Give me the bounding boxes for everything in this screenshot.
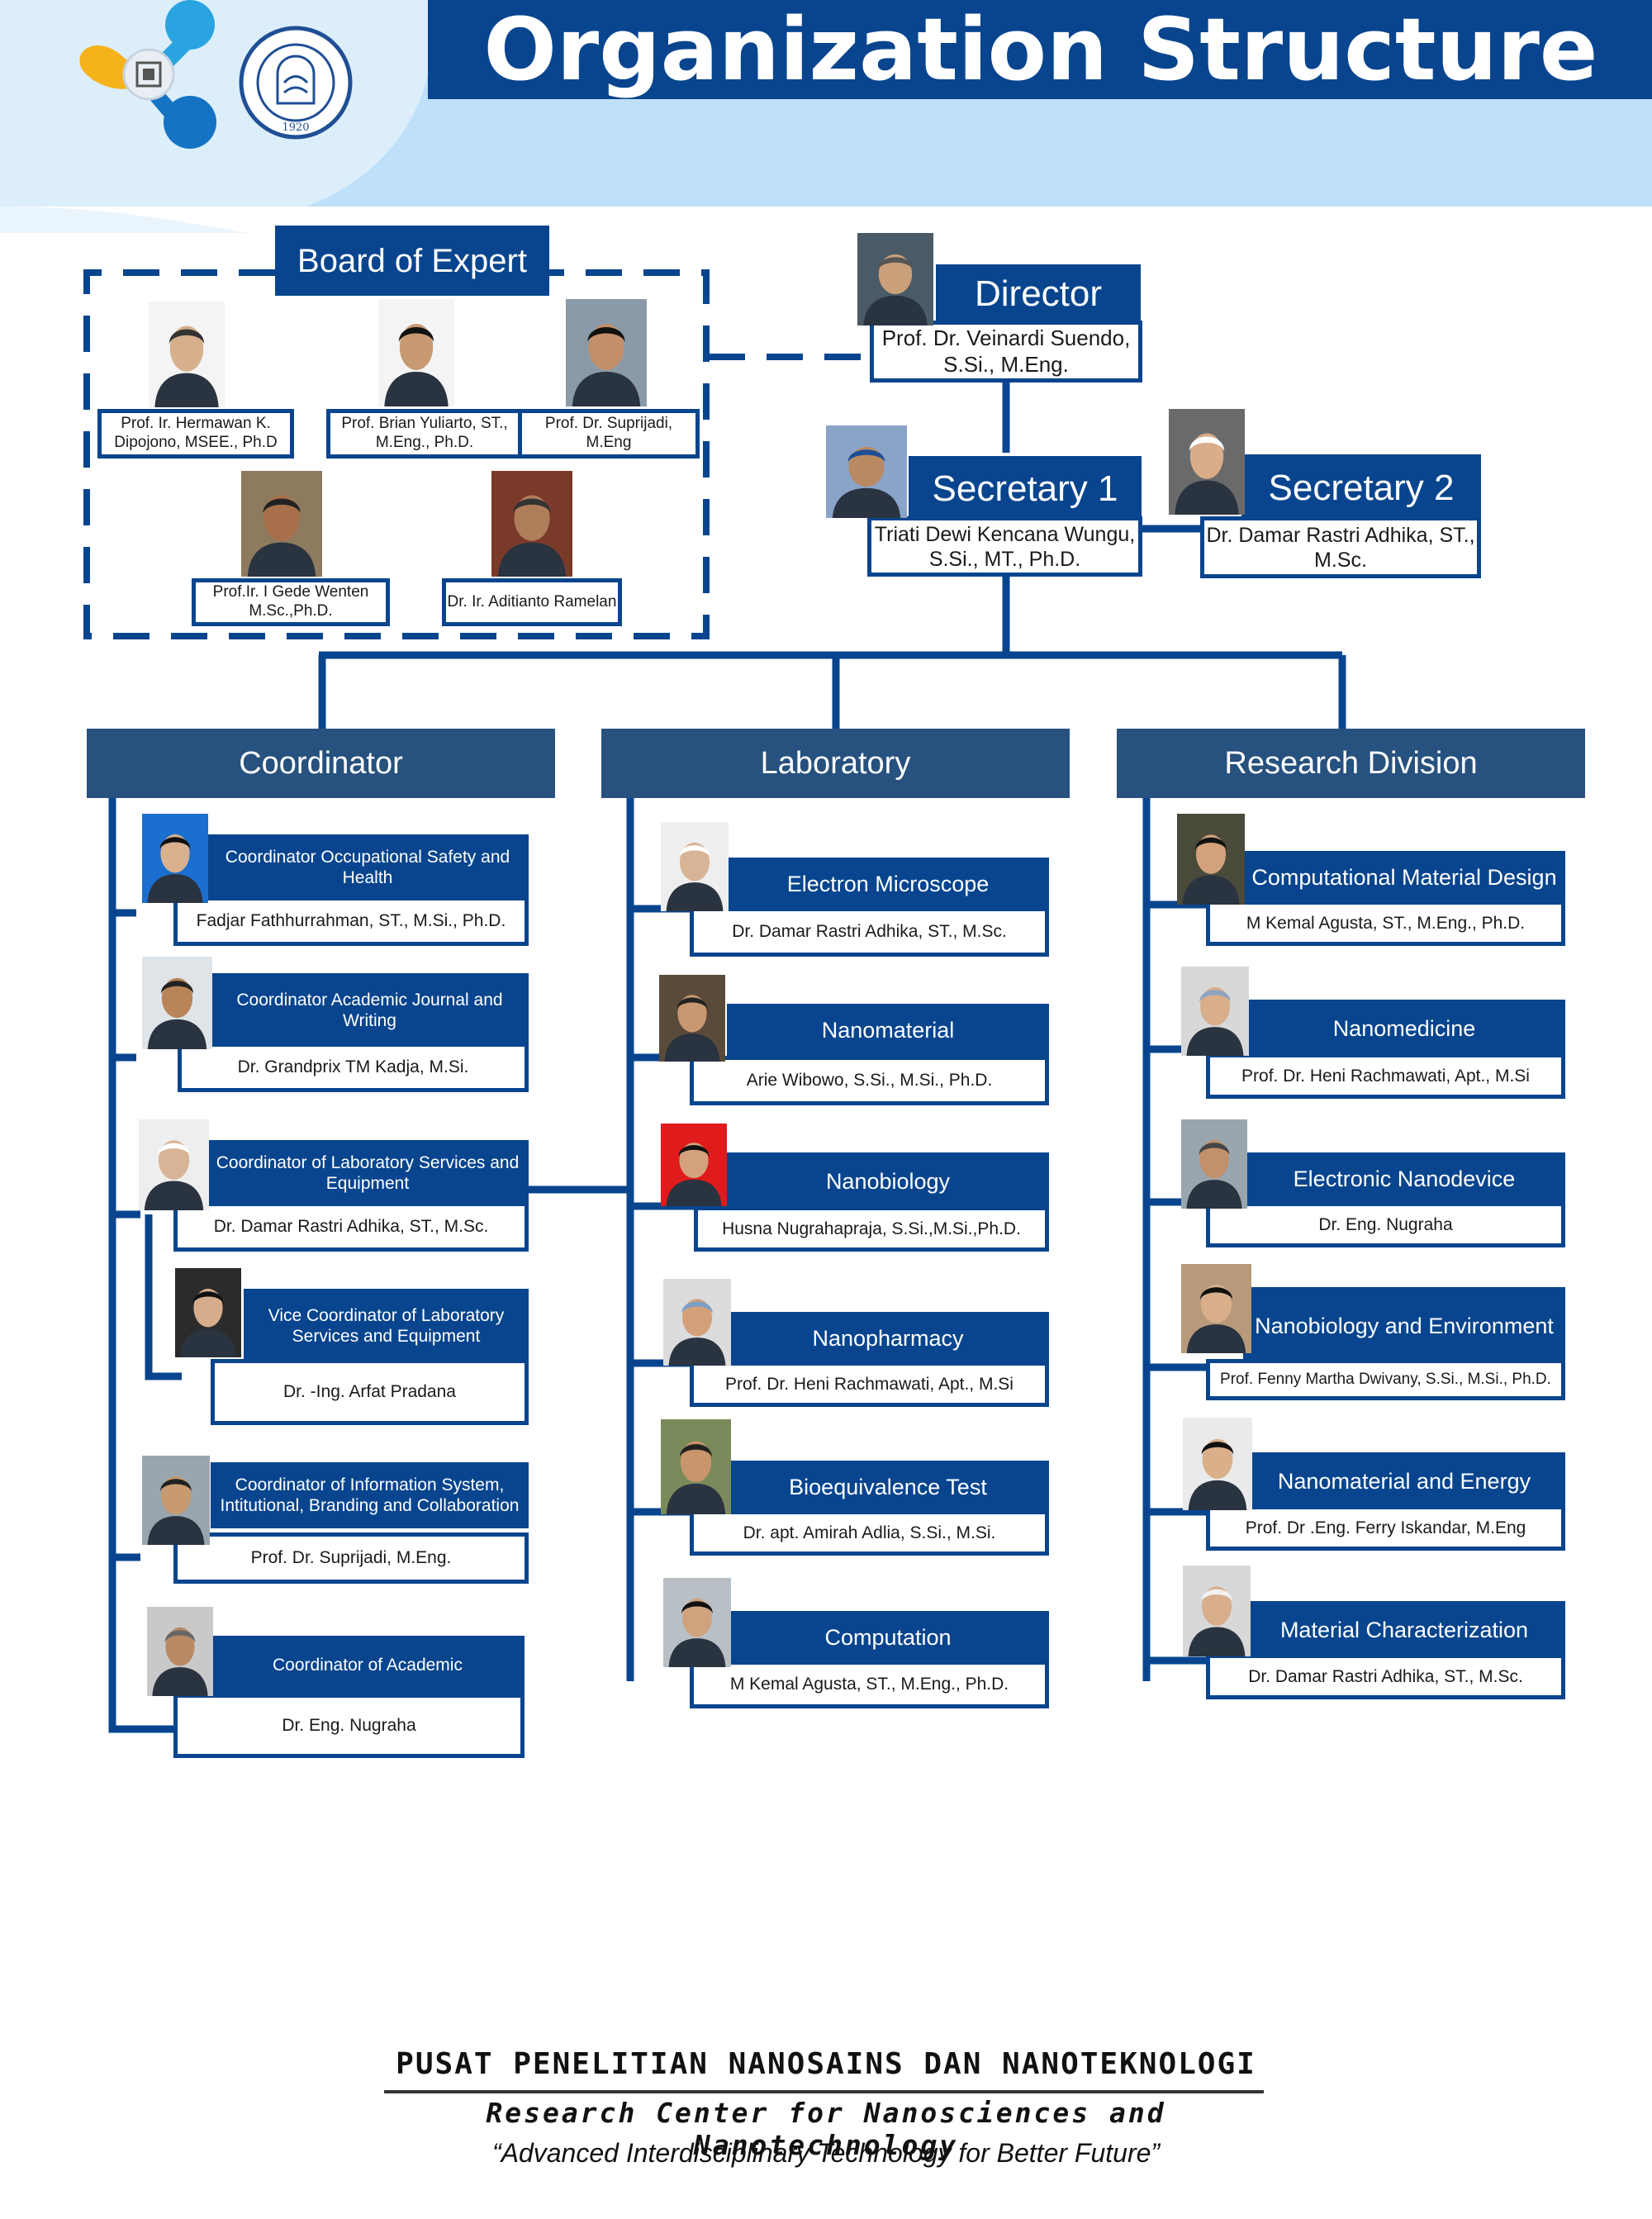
research-name: Dr. Damar Rastri Adhika, ST., M.Sc. [1206, 1654, 1565, 1699]
laboratory-name: Husna Nugrahapraja, S.Si.,M.Si.,Ph.D. [694, 1206, 1049, 1252]
coordinator-role: Vice Coordinator of Laboratory Services … [244, 1289, 529, 1363]
nano-center-logo-icon [79, 0, 216, 149]
laboratory-name: M Kemal Agusta, ST., M.Eng., Ph.D. [690, 1661, 1049, 1708]
board-member-name: Prof.Ir. I Gede Wenten M.Sc.,Ph.D. [192, 578, 390, 626]
secretary2-name: Dr. Damar Rastri Adhika, ST., M.Sc. [1200, 516, 1481, 578]
research-name: Prof. Fenny Martha Dwivany, S.Si., M.Si.… [1206, 1359, 1565, 1400]
portrait-photo [139, 1119, 209, 1210]
portrait-photo [659, 975, 725, 1062]
board-member-name: Dr. Ir. Aditianto Ramelan [442, 578, 622, 626]
research-role: Material Characterization [1243, 1601, 1565, 1659]
coordinator-name: Dr. Grandprix TM Kadja, M.Si. [178, 1043, 529, 1092]
footer-title: PUSAT PENELITIAN NANOSAINS DAN NANOTEKNO… [396, 2047, 1256, 2081]
research-role: Electronic Nanodevice [1243, 1152, 1565, 1206]
board-member-name: Prof. Ir. Hermawan K. Dipojono, MSEE., P… [97, 409, 294, 459]
coordinator-header: Coordinator [87, 729, 555, 798]
laboratory-role: Nanomaterial [727, 1004, 1049, 1057]
coordinator-role: Coordinator Occupational Safety and Heal… [206, 834, 529, 900]
laboratory-name: Dr. apt. Amirah Adlia, S.Si., M.Si. [690, 1510, 1049, 1556]
portrait-photo [147, 1607, 213, 1696]
research-name: Dr. Eng. Nugraha [1206, 1202, 1565, 1247]
coordinator-role: Coordinator of Information System, Intit… [211, 1462, 529, 1528]
portrait-photo [1181, 1119, 1247, 1209]
laboratory-name: Dr. Damar Rastri Adhika, ST., M.Sc. [690, 907, 1049, 957]
laboratory-role: Electron Microscope [727, 858, 1049, 911]
coordinator-role: Coordinator Academic Journal and Writing [211, 973, 529, 1048]
portrait-photo [149, 302, 225, 407]
seal-year: 1920 [282, 121, 309, 134]
footer-divider [384, 2090, 1264, 2093]
board-member-name: Prof. Dr. Suprijadi, M.Eng [518, 409, 700, 459]
portrait-photo [663, 1279, 731, 1366]
portrait-photo [1183, 1566, 1251, 1656]
laboratory-role: Nanobiology [727, 1152, 1049, 1210]
portrait-photo [1181, 1264, 1251, 1353]
research-name: Prof. Dr .Eng. Ferry Iskandar, M.Eng [1206, 1505, 1565, 1551]
portrait-photo [857, 233, 933, 325]
board-of-expert-title: Board of Expert [275, 226, 549, 296]
laboratory-role: Bioequivalence Test [727, 1461, 1049, 1514]
portrait-photo [241, 471, 322, 577]
page-title: Organization Structure [483, 0, 1598, 100]
portrait-photo [1177, 814, 1245, 905]
portrait-photo [1169, 409, 1245, 515]
title-bar [428, 0, 1652, 99]
portrait-photo [1183, 1418, 1252, 1510]
portrait-photo [175, 1268, 241, 1357]
portrait-photo [142, 957, 212, 1049]
portrait-photo [378, 299, 454, 406]
board-member-name: Prof. Brian Yuliarto, ST., M.Eng., Ph.D. [326, 409, 523, 459]
laboratory-header: Laboratory [601, 729, 1070, 798]
coordinator-name: Dr. -Ing. Arfat Pradana [211, 1359, 529, 1425]
laboratory-role: Computation [727, 1611, 1049, 1665]
research-division-header: Research Division [1117, 729, 1585, 798]
itb-seal-icon: 1920 [239, 26, 353, 140]
secretary1-name: Triati Dewi Kencana Wungu, S.Si., MT., P… [867, 516, 1142, 577]
portrait-photo [566, 299, 647, 406]
laboratory-name: Arie Wibowo, S.Si., M.Si., Ph.D. [690, 1056, 1049, 1105]
research-role: Nanomedicine [1243, 1000, 1565, 1057]
coordinator-role: Coordinator of Academic [211, 1636, 525, 1695]
research-name: Prof. Dr. Heni Rachmawati, Apt., M.Si [1206, 1053, 1565, 1099]
research-role: Computational Material Design [1243, 851, 1565, 905]
portrait-photo [1181, 967, 1249, 1056]
laboratory-role: Nanopharmacy [727, 1312, 1049, 1366]
footer-tagline: “Advanced Interdisciplinary Technology f… [491, 2138, 1161, 2168]
portrait-photo [663, 1578, 731, 1667]
portrait-photo [491, 471, 572, 577]
secretary1-title: Secretary 1 [909, 456, 1142, 522]
laboratory-name: Prof. Dr. Heni Rachmawati, Apt., M.Si [690, 1361, 1049, 1407]
coordinator-name: Dr. Eng. Nugraha [173, 1694, 525, 1758]
director-name: Prof. Dr. Veinardi Suendo, S.Si., M.Eng. [870, 321, 1142, 383]
portrait-photo [661, 1419, 731, 1514]
portrait-photo [142, 814, 208, 903]
portrait-photo [142, 1456, 210, 1545]
director-title: Director [936, 264, 1141, 324]
research-role: Nanomaterial and Energy [1243, 1452, 1565, 1510]
portrait-photo [661, 822, 729, 911]
coordinator-role: Coordinator of Laboratory Services and E… [206, 1140, 529, 1206]
research-name: M Kemal Agusta, ST., M.Eng., Ph.D. [1206, 900, 1565, 946]
portrait-photo [826, 425, 907, 518]
coordinator-name: Dr. Damar Rastri Adhika, ST., M.Sc. [173, 1202, 529, 1252]
research-role: Nanobiology and Environment [1243, 1287, 1565, 1366]
coordinator-name: Prof. Dr. Suprijadi, M.Eng. [173, 1532, 529, 1584]
coordinator-name: Fadjar Fathhurrahman, ST., M.Si., Ph.D. [173, 896, 529, 946]
secretary2-title: Secretary 2 [1241, 454, 1481, 522]
footer-subtitle: Research Center for Nanosciences and Nan… [486, 2097, 1166, 2161]
portrait-photo [661, 1124, 727, 1206]
